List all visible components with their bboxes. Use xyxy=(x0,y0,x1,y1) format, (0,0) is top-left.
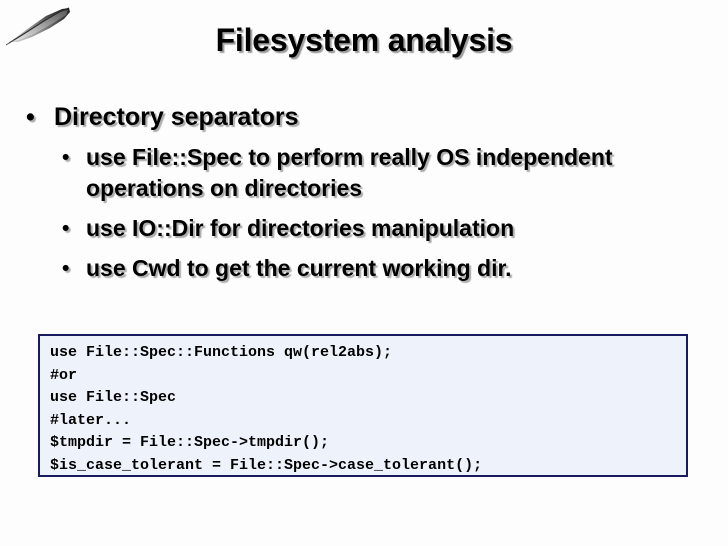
code-line: $tmpdir = File::Spec->tmpdir(); xyxy=(50,434,330,451)
code-line: $is_case_tolerant = File::Spec->case_tol… xyxy=(50,456,483,474)
list-item-label: Directory separators xyxy=(54,103,299,131)
bullet-marker-icon: • xyxy=(62,217,70,240)
list-item: • use IO::Dir for directories manipulati… xyxy=(0,213,728,244)
page-title: Filesystem analysis xyxy=(215,22,513,58)
list-item-label: use Cwd to get the current working dir. xyxy=(86,255,512,281)
list-item-label: use IO::Dir for directories manipulation xyxy=(86,215,515,241)
list-item: • use Cwd to get the current working dir… xyxy=(0,253,728,284)
feather-quill-icon xyxy=(5,4,82,46)
bullet-marker-icon: • xyxy=(62,146,70,169)
bullet-marker-icon: • xyxy=(26,103,35,131)
code-line: use File::Spec::Functions qw(rel2abs); xyxy=(50,344,393,361)
code-line: use File::Spec xyxy=(50,389,177,406)
bullet-list: • Directory separators • use File::Spec … xyxy=(0,100,728,293)
code-line: #later... xyxy=(50,411,132,429)
list-item: • Directory separators xyxy=(0,100,728,134)
list-item: • use File::Spec to perform really OS in… xyxy=(0,142,728,204)
code-line: #or xyxy=(50,366,78,384)
list-item-label: use File::Spec to perform really OS inde… xyxy=(86,144,613,201)
code-block: use File::Spec::Functions qw(rel2abs); #… xyxy=(38,334,688,477)
bullet-marker-icon: • xyxy=(62,257,70,280)
